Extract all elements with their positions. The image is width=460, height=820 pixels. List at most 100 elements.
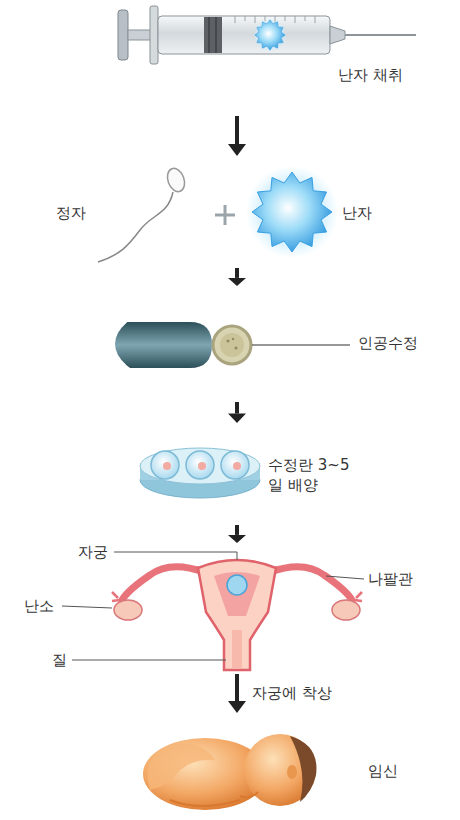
uterus-part-part	[62, 606, 112, 608]
uterus-part-part	[114, 552, 237, 560]
uterus-part	[198, 560, 276, 670]
micro-injection-part	[112, 322, 212, 368]
stage-label: 수정란 3~5일 배양	[268, 455, 354, 496]
arrow-line	[235, 674, 239, 701]
uterus-part	[332, 600, 360, 620]
culture-dish-part	[151, 451, 179, 479]
part-label: 자궁	[78, 543, 108, 563]
ellipse-shape	[70, 546, 412, 670]
arrow-line	[235, 268, 239, 278]
culture-dish-part	[233, 462, 241, 470]
micro-injection-part	[235, 347, 238, 350]
syringe-part-part	[285, 16, 286, 21]
micro-injection-part	[252, 344, 350, 345]
syringe-part	[255, 20, 285, 50]
sperm-and-egg-part	[164, 166, 187, 194]
edge-label: 자궁에 착상	[250, 684, 334, 704]
arrow-head	[228, 701, 246, 713]
flow-arrow	[228, 116, 246, 156]
culture-dish-part	[221, 451, 249, 479]
part-label: 난소	[24, 597, 54, 617]
stage-label: 난자	[342, 204, 372, 224]
fetus-part	[287, 765, 297, 779]
flow-arrow	[228, 674, 246, 713]
syringe-part-part	[305, 16, 306, 21]
micro-injection-part	[232, 338, 234, 340]
micro-injection-part	[227, 340, 230, 343]
arrow-head	[228, 535, 246, 543]
syringe-part	[158, 16, 330, 54]
arrow-head	[228, 144, 246, 156]
sperm-and-egg-part	[246, 166, 338, 258]
stage-ellipse: 인공수정	[115, 288, 425, 400]
sperm-and-egg-part	[252, 172, 332, 252]
micro-injection	[112, 322, 350, 368]
syringe-part	[345, 34, 416, 36]
micro-injection-part-part	[112, 322, 212, 368]
culture-dish-part	[163, 462, 171, 470]
arrow-head	[228, 278, 246, 286]
uterus-part	[227, 575, 247, 595]
fetus-part	[170, 800, 240, 806]
uterus-part-part	[326, 576, 364, 579]
stage-label: 정자	[56, 204, 86, 224]
ellipse-shape	[68, 545, 413, 672]
syringe-part	[150, 6, 158, 64]
syringe-part	[253, 18, 287, 52]
syringe-part	[330, 26, 345, 44]
micro-injection-part	[213, 326, 251, 364]
syringe-part-part	[235, 16, 236, 23]
flow-arrow	[228, 402, 246, 423]
ellipse-shape	[102, 716, 429, 814]
syringe-part	[208, 17, 210, 53]
stage-ellipse: 난자 채취	[95, 2, 425, 114]
stage-label: 난자 채취	[338, 66, 403, 86]
arrow-line	[235, 402, 239, 414]
fetus-part	[148, 743, 216, 790]
stage-ellipse: 수정란 3~5일 배양	[128, 425, 408, 523]
syringe-part	[118, 10, 128, 60]
sperm-and-egg-part	[98, 192, 173, 262]
uterus-part	[122, 567, 204, 600]
arrow-line	[235, 116, 239, 144]
uterus-part	[214, 572, 260, 616]
fetus-part	[240, 792, 258, 797]
uterus-part	[232, 630, 242, 668]
ellipse-shape	[95, 2, 425, 114]
uterus-part	[62, 552, 364, 660]
syringe-part-part	[315, 16, 316, 23]
stage-label: 인공수정	[358, 334, 418, 354]
syringe-part-part	[295, 16, 296, 23]
stage-ellipse: 자궁나팔관난소질	[68, 545, 413, 672]
syringe-part-part	[255, 16, 256, 23]
ellipse-shape	[97, 159, 404, 265]
part-label: 나팔관	[368, 570, 413, 590]
part-label: 질	[52, 651, 67, 671]
flow-arrow	[228, 525, 246, 543]
culture-dish-part	[140, 448, 260, 484]
flow-arrow	[228, 268, 246, 286]
uterus-part	[114, 600, 142, 620]
culture-dish	[140, 448, 260, 498]
stage-ellipse: 정자난자	[95, 158, 405, 266]
stage-ellipse: 임신	[100, 715, 430, 815]
sperm-and-egg	[98, 166, 338, 262]
syringe-part	[215, 17, 217, 53]
ellipse-shape	[97, 3, 424, 113]
uterus	[62, 552, 364, 670]
micro-injection-part	[220, 333, 244, 357]
syringe-part-part	[245, 16, 246, 21]
fetus	[143, 734, 316, 810]
arrow-head	[228, 414, 246, 423]
culture-dish-part	[186, 451, 214, 479]
culture-dish-part	[198, 462, 206, 470]
uterus-part-part	[72, 660, 226, 661]
syringe-part	[204, 17, 222, 53]
ellipse-shape	[117, 289, 424, 399]
arrow-line	[235, 525, 239, 535]
uterus-part	[270, 567, 352, 600]
syringe	[118, 6, 416, 64]
